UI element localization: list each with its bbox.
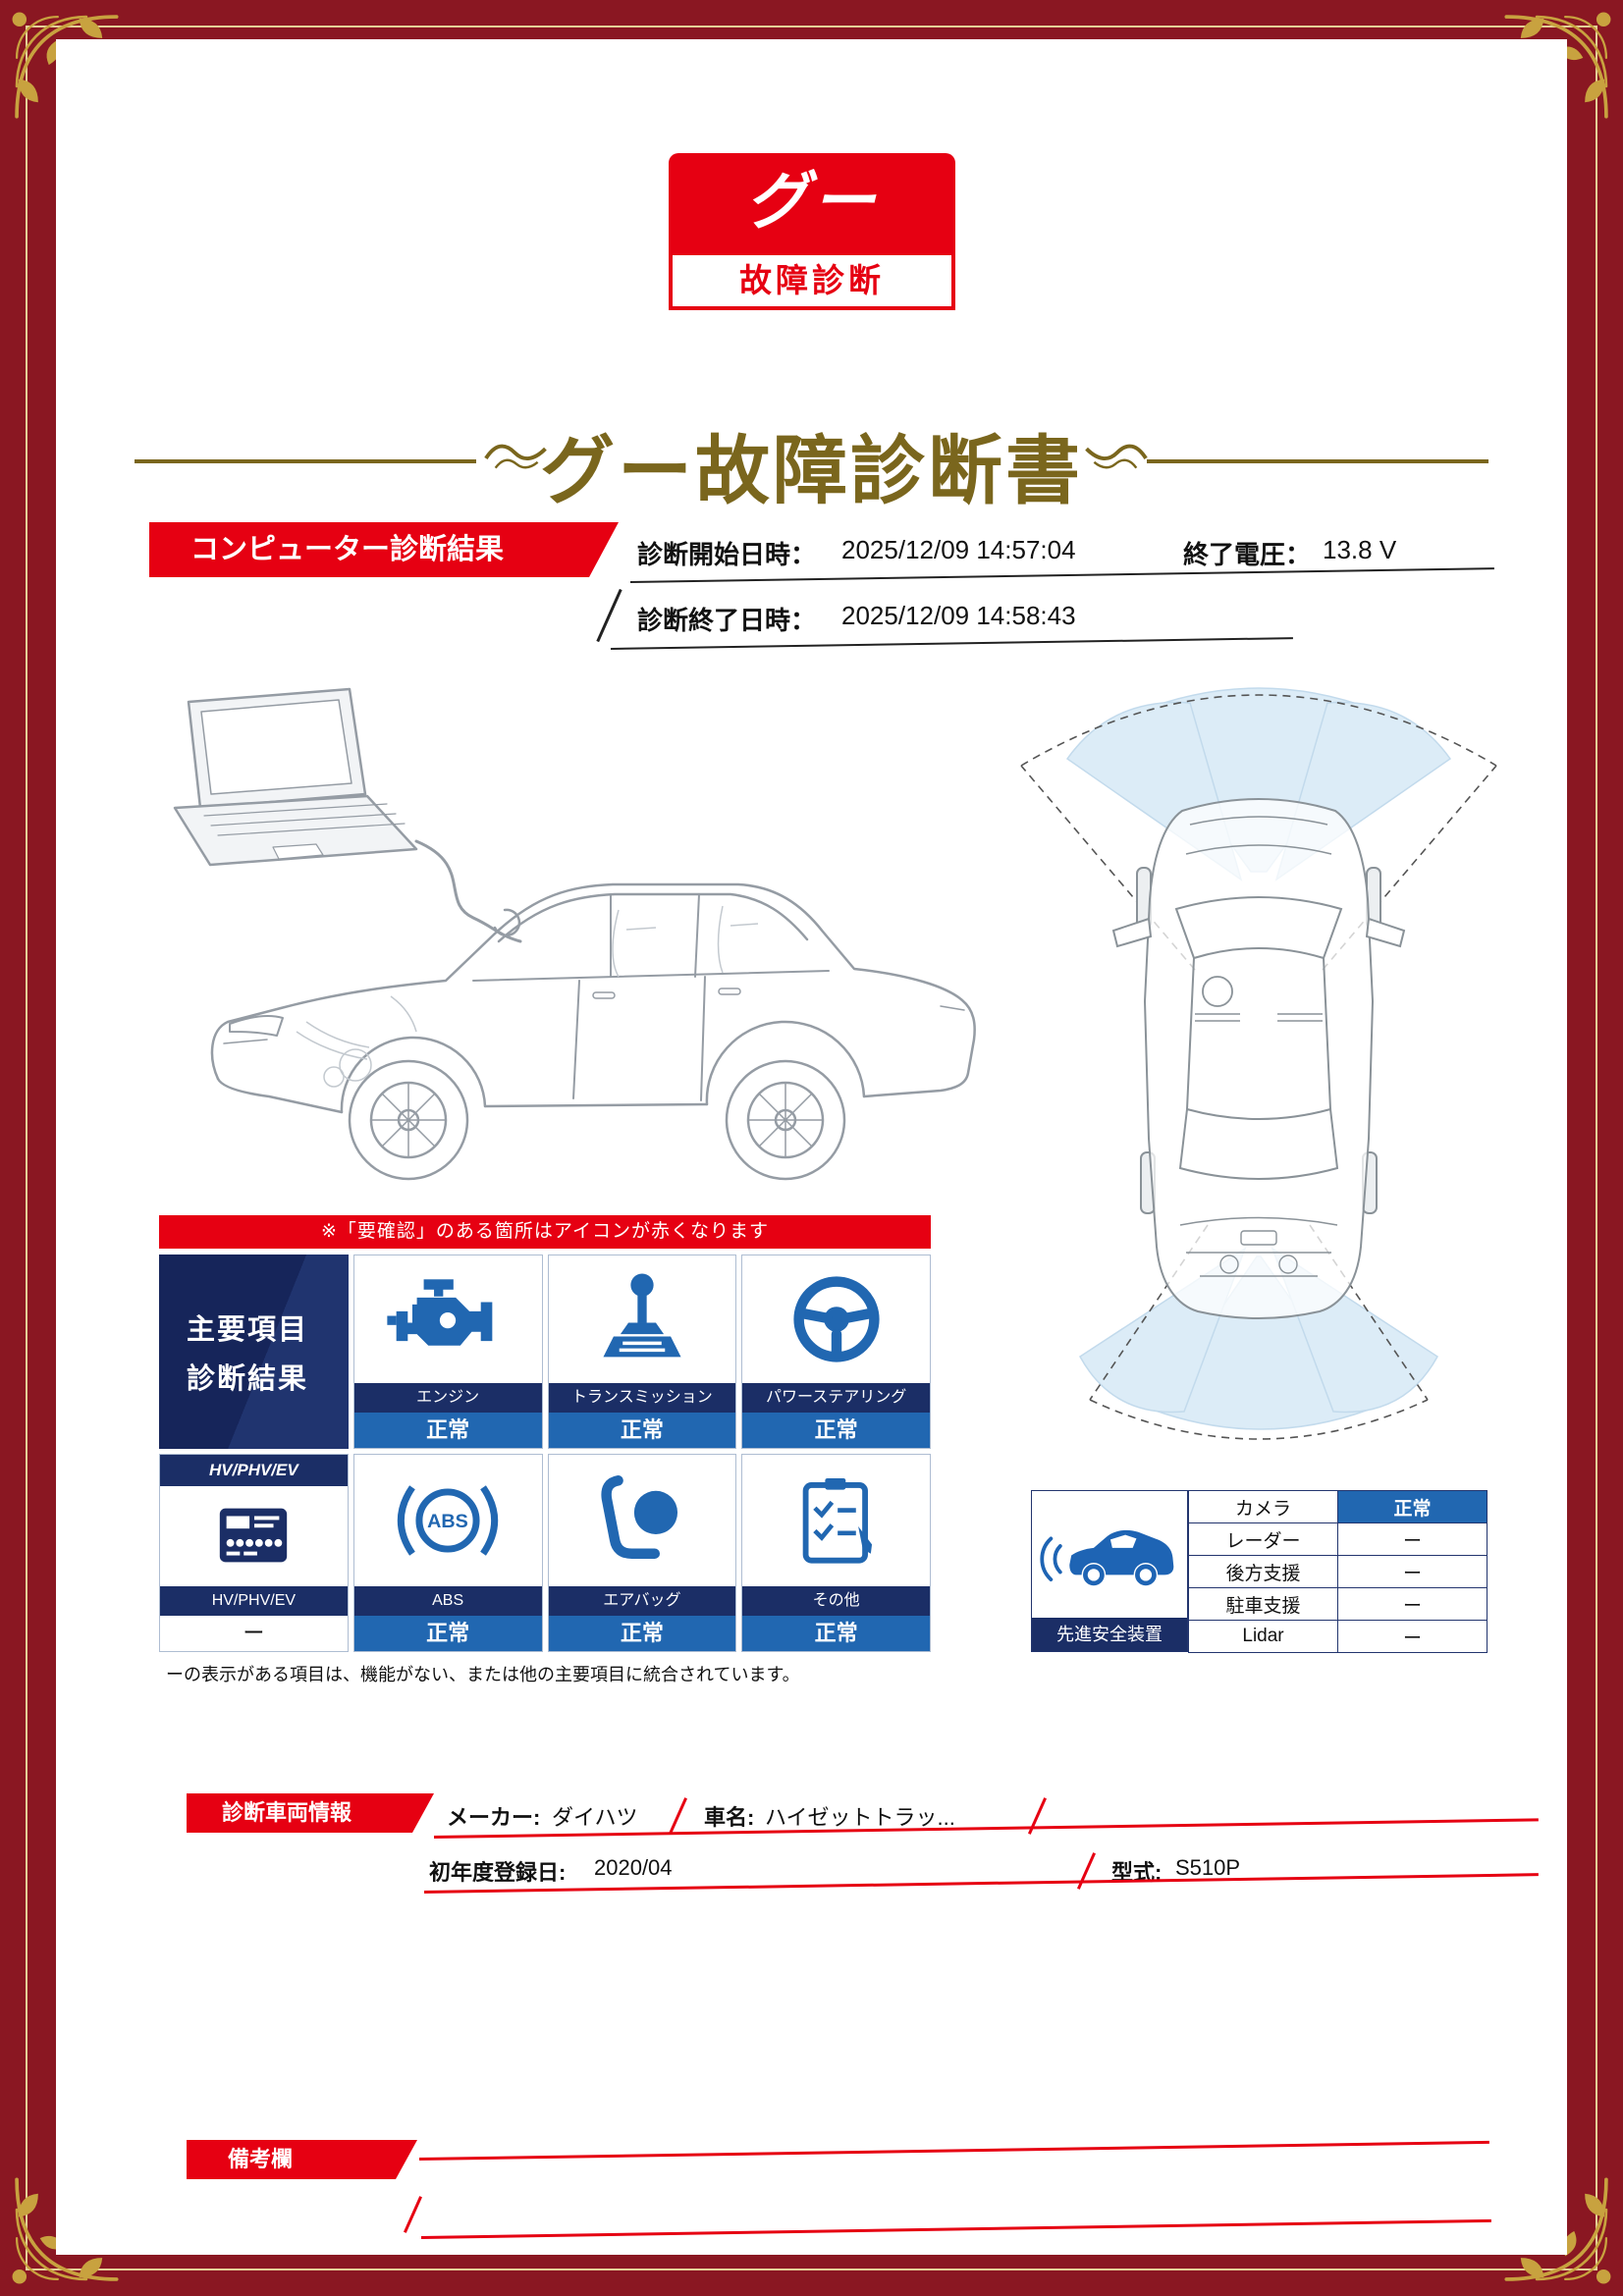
grid-header-line1: 主要項目: [187, 1314, 309, 1346]
car-top-view-sensor-illustration: [994, 675, 1539, 1461]
diagnosis-start-label: 診断開始日時：: [637, 540, 817, 569]
cell-status: ー: [160, 1616, 348, 1651]
maker-value: ダイハツ: [552, 1805, 638, 1830]
first-registration-label: 初年度登録日:: [429, 1860, 567, 1885]
power-steering-icon: [742, 1255, 930, 1383]
main-diagnosis-grid: 主要項目 診断結果 エンジン 正常: [159, 1255, 931, 1652]
cell-abs: ABS ABS 正常: [352, 1454, 543, 1652]
vehicle-divider-slash: [1076, 1852, 1097, 1890]
abs-icon: ABS: [354, 1455, 542, 1586]
diagnosis-divider-slash: [596, 588, 622, 643]
cell-label: その他: [742, 1586, 930, 1616]
title-rule-right: [1147, 459, 1488, 463]
title-flourish-icon: [1069, 437, 1150, 476]
svg-text:ABS: ABS: [427, 1511, 468, 1532]
adas-car-sensor-icon: [1032, 1491, 1187, 1618]
cell-other: その他 正常: [741, 1454, 931, 1652]
diagnosis-end-value: 2025/12/09 14:58:43: [841, 601, 1076, 630]
other-checklist-icon: [742, 1455, 930, 1586]
adas-row-name: レーダー: [1188, 1522, 1338, 1556]
car-name-label: 車名:: [704, 1805, 755, 1830]
adas-row-value: ー: [1337, 1620, 1488, 1653]
car-side-wireframe-illustration: [149, 682, 1013, 1212]
table-row: Lidar ー: [1188, 1620, 1488, 1653]
adas-row-value: ー: [1337, 1555, 1488, 1588]
cell-label: パワーステアリング: [742, 1383, 930, 1413]
warning-note-strip: ※「要確認」のある箇所はアイコンが赤くなります: [159, 1215, 931, 1249]
adas-table: カメラ 正常 レーダー ー 後方支援 ー 駐車支援 ー Lidar ー: [1188, 1490, 1488, 1653]
adas-row-value: 正常: [1337, 1490, 1488, 1523]
remarks-line-2: [420, 2218, 1491, 2239]
goo-logo-mark: グー: [669, 153, 955, 251]
title-rule-left: [135, 459, 476, 463]
goo-logo: グー 故障診断: [669, 153, 955, 310]
adas-row-value: ー: [1337, 1522, 1488, 1556]
adas-row-name: 駐車支援: [1188, 1587, 1338, 1621]
remarks-banner: 備考欄: [187, 2140, 417, 2179]
table-row: カメラ 正常: [1188, 1490, 1488, 1523]
title-flourish-icon: [482, 437, 563, 476]
vehicle-info-banner: 診断車両情報: [187, 1793, 434, 1833]
page-title: グー故障診断書: [540, 430, 1083, 513]
grid-header-cell: 主要項目 診断結果: [159, 1255, 349, 1449]
corner-ornament-icon: [1499, 8, 1615, 124]
adas-row-name: カメラ: [1188, 1490, 1338, 1523]
grid-header-line2: 診断結果: [187, 1363, 309, 1395]
first-registration-value: 2020/04: [594, 1855, 673, 1880]
corner-ornament-icon: [1499, 2172, 1615, 2288]
vehicle-divider-slash: [668, 1797, 688, 1835]
diagnosis-divider-line-2: [610, 637, 1293, 650]
vehicle-underline-2: [423, 1873, 1539, 1894]
airbag-icon: [549, 1455, 736, 1586]
cell-status: 正常: [742, 1616, 930, 1651]
maker-label: メーカー:: [447, 1805, 541, 1830]
end-voltage-value: 13.8 V: [1323, 535, 1397, 564]
remarks-divider-slash: [403, 2196, 423, 2233]
cell-status: 正常: [548, 1413, 736, 1448]
cell-label: エンジン: [353, 1383, 542, 1413]
end-voltage-label: 終了電圧：: [1183, 540, 1312, 569]
cell-label: エアバッグ: [548, 1586, 736, 1616]
adas-box: 先進安全装置: [1031, 1490, 1188, 1652]
table-row: 駐車支援 ー: [1188, 1587, 1488, 1621]
hv-header: HV/PHV/EV: [160, 1455, 348, 1486]
cell-status: 正常: [353, 1413, 542, 1448]
computer-diagnosis-banner: コンピューター診断結果: [149, 522, 619, 577]
cell-status: 正常: [742, 1413, 930, 1448]
diagnosis-end-label: 診断終了日時：: [637, 606, 817, 635]
table-row: レーダー ー: [1188, 1522, 1488, 1556]
cell-status: 正常: [353, 1616, 542, 1651]
corner-ornament-icon: [8, 2172, 124, 2288]
adas-row-name: 後方支援: [1188, 1555, 1338, 1588]
cell-engine: エンジン 正常: [352, 1255, 543, 1449]
cell-airbag: エアバッグ 正常: [547, 1454, 737, 1652]
cell-transmission: トランスミッション 正常: [547, 1255, 737, 1449]
adas-row-value: ー: [1337, 1587, 1488, 1621]
transmission-icon: [549, 1255, 736, 1383]
report-body: グー 故障診断 グー故障診断書 コンピューター診断結果 診断開始日時： 2025…: [56, 39, 1567, 2255]
cell-power-steering: パワーステアリング 正常: [741, 1255, 931, 1449]
model-code-value: S510P: [1175, 1855, 1241, 1880]
diagnosis-start-value: 2025/12/09 14:57:04: [841, 535, 1076, 564]
cell-hv-phv-ev: HV/PHV/EV HV/PHV/EV ー: [159, 1454, 349, 1652]
car-name-value: ハイゼットトラッ...: [765, 1805, 955, 1830]
vehicle-divider-slash: [1027, 1797, 1048, 1835]
table-row: 後方支援 ー: [1188, 1555, 1488, 1588]
cell-label: HV/PHV/EV: [160, 1586, 348, 1616]
remarks-line-1: [418, 2140, 1489, 2161]
adas-caption: 先進安全装置: [1032, 1618, 1187, 1651]
hv-phv-ev-icon: [160, 1486, 348, 1586]
cell-label: ABS: [353, 1586, 542, 1616]
cell-label: トランスミッション: [548, 1383, 736, 1413]
cell-status: 正常: [548, 1616, 736, 1651]
engine-icon: [354, 1255, 542, 1383]
grid-footnote: ーの表示がある項目は、機能がない、または他の主要項目に統合されています。: [166, 1665, 800, 1684]
adas-row-name: Lidar: [1188, 1620, 1338, 1653]
goo-logo-caption: 故障診断: [669, 251, 955, 310]
